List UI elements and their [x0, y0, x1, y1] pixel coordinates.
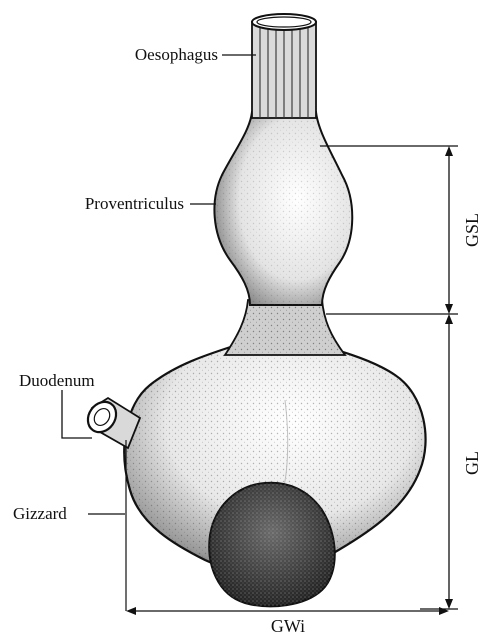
gizzard-label: Gizzard — [13, 504, 67, 523]
gwi-dimension-arrow — [126, 607, 449, 615]
gl-dimension-arrow — [445, 314, 453, 609]
isthmus — [225, 300, 345, 355]
oesophagus-label: Oesophagus — [135, 45, 218, 64]
gizzard-knob — [209, 483, 335, 607]
proventriculus-body — [214, 112, 352, 305]
gl-label: GL — [462, 451, 482, 475]
oesophagus-tube — [252, 14, 316, 118]
duodenum-tube — [82, 396, 140, 448]
duodenum-leader — [62, 390, 92, 438]
duodenum-label: Duodenum — [19, 371, 95, 390]
gsl-dimension-arrow — [445, 146, 453, 314]
gwi-label: GWi — [271, 616, 305, 636]
gsl-label: GSL — [462, 213, 482, 247]
proventriculus-label: Proventriculus — [85, 194, 184, 213]
